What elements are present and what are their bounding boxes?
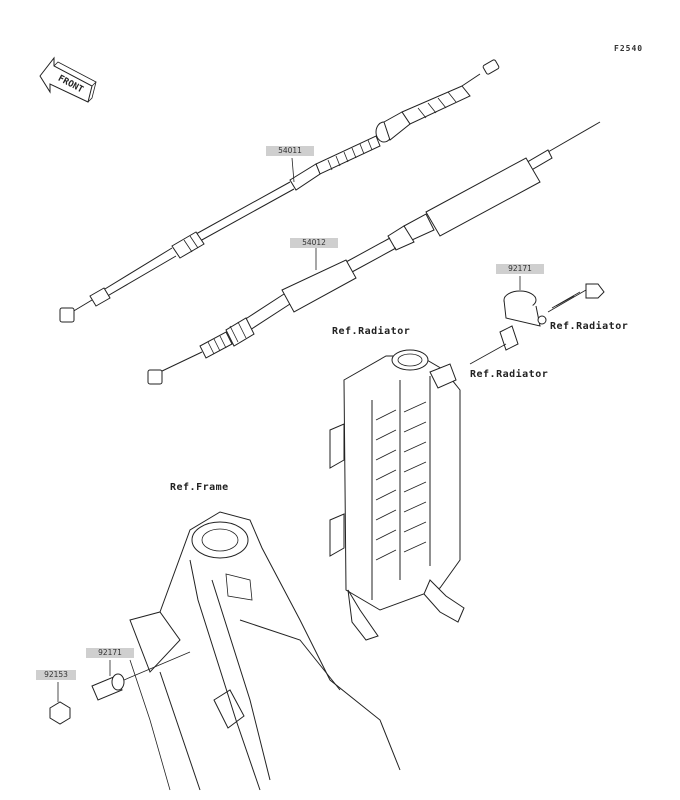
radiator[interactable] bbox=[329, 349, 465, 641]
radiator-mount-bolt[interactable] bbox=[469, 325, 519, 365]
frame[interactable] bbox=[129, 511, 401, 791]
clamp-lower[interactable] bbox=[91, 651, 191, 701]
front-arrow-icon bbox=[39, 56, 97, 103]
part-number-54011[interactable]: 54011 bbox=[266, 146, 314, 156]
figure-code: F2540 bbox=[614, 44, 644, 53]
part-number-54012[interactable]: 54012 bbox=[290, 238, 338, 248]
ref-frame-label: Ref.Frame bbox=[170, 482, 229, 493]
part-number-92171-upper[interactable]: 92171 bbox=[496, 264, 544, 274]
clutch-cable[interactable] bbox=[59, 59, 500, 323]
ref-radiator-mount-label: Ref.Radiator bbox=[470, 369, 549, 380]
part-number-92171-lower[interactable]: 92171 bbox=[86, 648, 134, 658]
clamp-upper[interactable] bbox=[503, 283, 605, 327]
ref-radiator-main-label: Ref.Radiator bbox=[332, 326, 411, 337]
ref-radiator-bolt-label: Ref.Radiator bbox=[550, 321, 629, 332]
throttle-cable[interactable] bbox=[147, 121, 601, 385]
part-number-92153[interactable]: 92153 bbox=[36, 670, 76, 680]
bolt-lower[interactable] bbox=[49, 682, 71, 725]
